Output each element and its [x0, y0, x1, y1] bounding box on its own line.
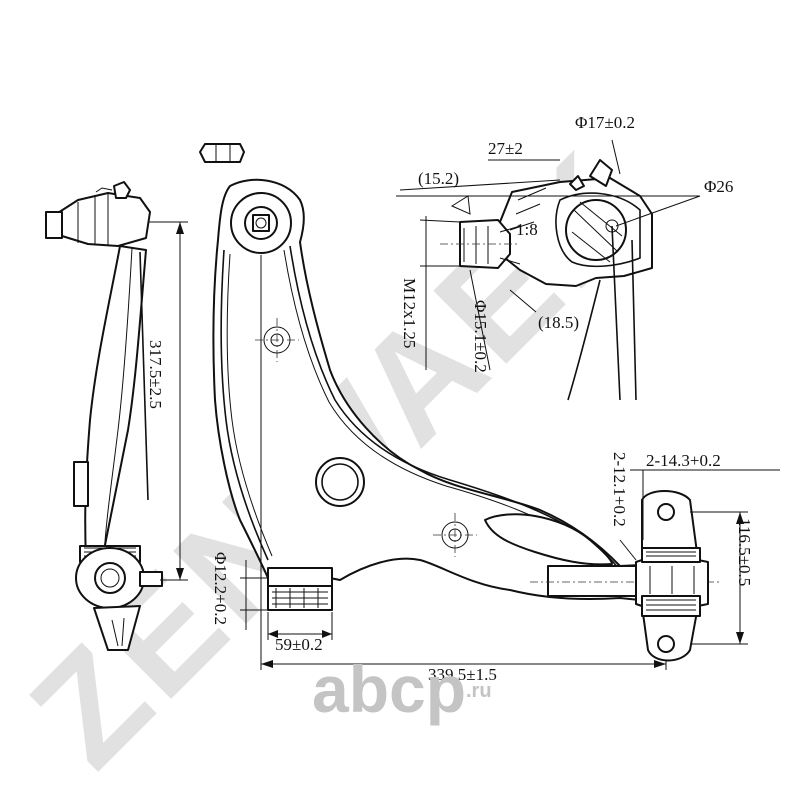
dim-offset-15: (15.2) [418, 169, 459, 188]
dim-bolt-2: 2-12.1+0.2 [610, 452, 629, 527]
brand-logo: abcp .ru [312, 652, 492, 726]
dim-taper: 1:8 [516, 220, 538, 239]
dim-offset-18: (18.5) [538, 313, 579, 332]
ball-joint-detail [396, 139, 701, 401]
dim-height-total: 317.5±2.5 [146, 340, 165, 409]
brand-name: abcp [312, 652, 466, 726]
dim-bolt-1: 2-14.3+0.2 [646, 451, 721, 470]
dim-thread: M12x1.25 [400, 278, 419, 348]
nut-icon [199, 143, 245, 163]
dim-stud-dia: Φ15.1±0.2 [471, 300, 490, 373]
dim-bush-dia: Φ12.2+0.2 [211, 552, 230, 625]
brand-suffix: .ru [466, 680, 492, 702]
dim-length-total: 339.5±1.5 [428, 665, 497, 684]
dim-offset-27: 27±2 [488, 139, 523, 158]
dim-bush-len: 59±0.2 [275, 635, 323, 654]
side-view [45, 181, 188, 651]
dim-hole-dia-1: Φ17±0.2 [575, 113, 635, 132]
dim-ball-dia: Φ26 [704, 177, 733, 196]
dim-width-116: 116.5±0.5 [735, 518, 754, 586]
control-arm-top-view [212, 178, 780, 670]
